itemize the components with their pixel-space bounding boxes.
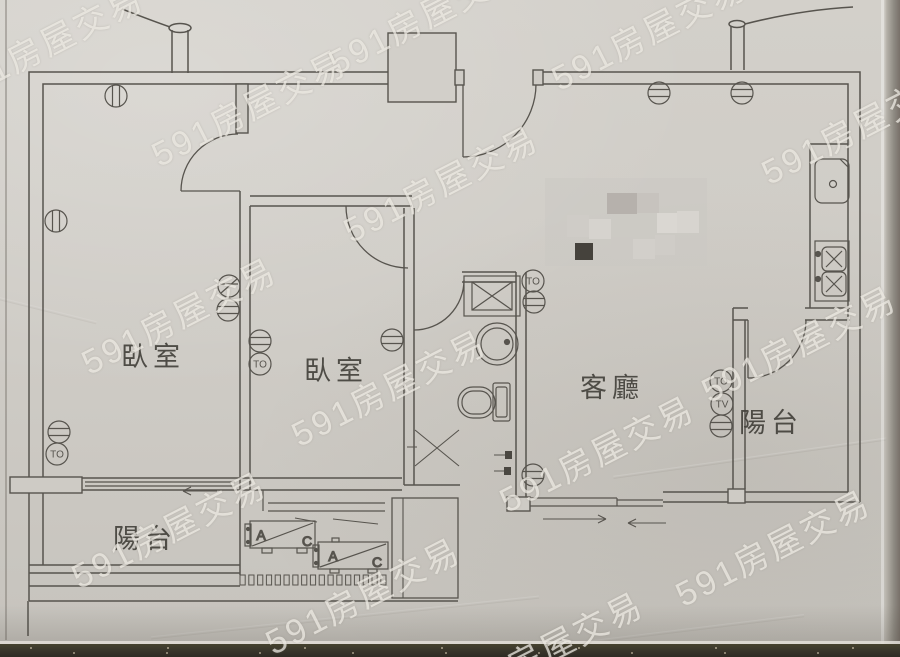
vent-pipe-cap: [728, 19, 746, 29]
utility-symbols: TO TO TO TO TV: [44, 81, 754, 487]
louver-slat: [327, 574, 334, 586]
svg-text:TO: TO: [253, 360, 267, 371]
misc-marks: [294, 429, 505, 598]
louver-slat: [336, 574, 343, 586]
svg-text:TO: TO: [50, 450, 64, 461]
window-lines: [85, 481, 663, 512]
table-surface: [0, 644, 900, 657]
bottom-walls: [27, 477, 860, 636]
louver-slat: [274, 574, 281, 586]
outlet-symbol: [647, 81, 671, 105]
outlet-symbol: [521, 463, 545, 487]
tv-outlet-symbol: TV: [710, 392, 734, 416]
ac-label-c: C: [372, 554, 382, 570]
room-label-balcony-left: 陽台: [113, 524, 177, 554]
louver-slat: [371, 574, 378, 586]
paper-bottom-shadow: [0, 605, 900, 641]
vent-pipes: [121, 6, 854, 73]
louver-slat: [292, 574, 299, 586]
ac-units: A C A C: [244, 520, 389, 574]
room-label-bedroom-2: 臥室: [304, 356, 368, 386]
interior-walls: [239, 143, 850, 575]
outlet-symbol: [216, 298, 240, 322]
outlet-symbol: [248, 329, 272, 353]
wash-basin: [475, 322, 519, 366]
washing-machine: [463, 275, 521, 317]
kitchen-sink: [814, 158, 850, 204]
outlet-symbol: [709, 414, 733, 438]
outlet-symbol: [380, 328, 404, 352]
wall-stubs: [9, 32, 746, 512]
stove-knob: [814, 275, 822, 283]
ac-label-c: C: [302, 533, 312, 549]
ac-unit-1: [249, 520, 316, 549]
outlet-symbol: [47, 420, 71, 444]
to-outlet-symbol: TO: [45, 442, 69, 466]
door-arcs: [180, 83, 807, 379]
to-outlet-symbol: TO: [521, 269, 545, 293]
toilet-tank: [492, 382, 511, 422]
louver-slat: [257, 574, 264, 586]
louver-slat: [265, 574, 273, 586]
room-labels: 臥室 臥室 客廳 陽台 陽台: [113, 342, 803, 554]
outlet-symbol: [44, 209, 68, 233]
outlet-symbol: [522, 290, 546, 314]
ac-label-a: A: [328, 548, 338, 564]
privacy-blur-mosaic: [545, 178, 707, 266]
gas-stove: [814, 240, 850, 302]
outlet-symbol: [104, 84, 128, 108]
svg-text:TV: TV: [716, 400, 729, 411]
window-sill-bar: [9, 476, 83, 494]
ac-unit-2: [317, 541, 389, 570]
stove-burner: [821, 246, 847, 272]
outlet-symbol: [730, 81, 754, 105]
louver-slat: [345, 574, 352, 586]
svg-text:TO: TO: [526, 277, 540, 288]
outer-wall: [28, 71, 861, 601]
louver-strip: [239, 574, 387, 586]
louver-slat: [239, 574, 246, 586]
room-label-balcony-right: 陽台: [739, 408, 803, 438]
svg-text:TO: TO: [714, 377, 728, 388]
louver-slat: [309, 574, 317, 586]
louver-slat: [380, 574, 387, 586]
stove-burner: [821, 271, 847, 297]
paper-left-edge: [5, 0, 7, 640]
paper-right-edge: [881, 0, 884, 657]
blur-dark-block: [575, 243, 593, 260]
louver-slat: [248, 574, 255, 586]
to-outlet-symbol: TO: [248, 352, 272, 376]
kitchen-fixtures: [814, 158, 850, 302]
louver-slat: [283, 574, 290, 586]
paper-bottom-edge: [0, 641, 900, 644]
toilet-bowl: [457, 386, 496, 419]
louver-slat: [353, 574, 361, 586]
louver-slat: [318, 574, 325, 586]
room-label-living-room: 客廳: [580, 373, 644, 403]
ac-label-a: A: [256, 527, 266, 543]
louver-slat: [362, 574, 369, 586]
inner-wall-line: [42, 83, 849, 565]
outlet-symbol: [217, 274, 241, 298]
table-right-edge: [884, 0, 900, 657]
vent-pipe-cap: [168, 22, 192, 34]
louver-slat: [301, 574, 308, 586]
stove-knob: [814, 250, 822, 258]
bathroom-fixtures: [457, 275, 521, 475]
room-label-bedroom-1: 臥室: [121, 342, 185, 372]
shaft-rect: [391, 497, 459, 599]
sliding-arrows: [182, 486, 666, 528]
entry-box: [387, 32, 457, 103]
to-outlet-symbol: TO: [709, 369, 733, 393]
